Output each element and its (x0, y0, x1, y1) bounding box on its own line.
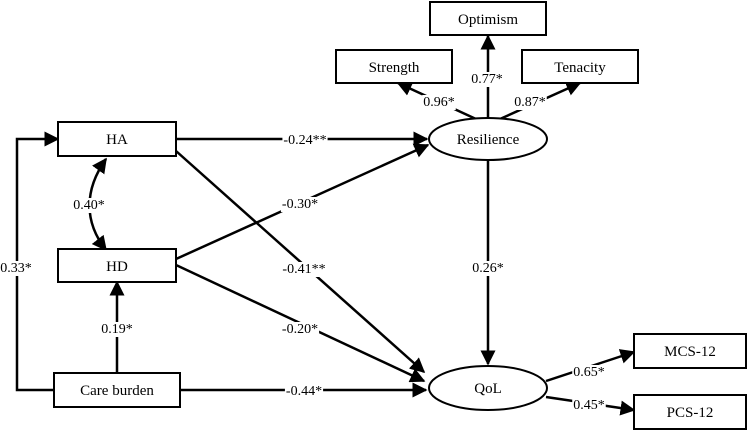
path-label-hd-qol: -0.20* (282, 322, 318, 337)
label-backdrop (72, 198, 106, 213)
label-backdrop (100, 322, 134, 337)
path-label-care-qol: -0.44* (286, 384, 322, 399)
label-backdrop (0, 261, 33, 276)
path-label-resilience-tenacity: 0.87* (514, 95, 546, 110)
path-label-qol-mcs: 0.65* (573, 365, 605, 380)
label-backdrop (572, 365, 606, 380)
node-label-resilience: Resilience (457, 132, 520, 148)
node-label-strength: Strength (369, 60, 420, 76)
path-label-qol-pcs: 0.45* (573, 398, 605, 413)
path-label-resilience-strength: 0.96* (423, 95, 455, 110)
label-backdrop (513, 95, 547, 110)
node-pcs: PCS-12 (633, 394, 747, 430)
node-label-qol: QoL (474, 381, 502, 397)
node-ha: HA (57, 121, 177, 157)
node-label-ha: HA (106, 132, 128, 148)
node-hd: HD (57, 248, 177, 283)
path-label-hd-resilience: -0.30* (282, 197, 318, 212)
label-backdrop (572, 398, 606, 413)
node-label-mcs: MCS-12 (664, 344, 716, 360)
node-tenacity: Tenacity (521, 49, 639, 84)
node-label-optimism: Optimism (458, 12, 518, 28)
path-label-ha-qol: -0.41** (282, 262, 325, 277)
node-optimism: Optimism (429, 1, 547, 36)
node-qol: QoL (428, 365, 548, 411)
label-backdrop (280, 322, 320, 337)
path-label-ha-resilience: -0.24** (283, 133, 326, 148)
path-label-care-ha: 0.33* (0, 261, 32, 276)
node-label-pcs: PCS-12 (667, 405, 714, 421)
node-label-care-burden: Care burden (80, 383, 154, 399)
label-backdrop (422, 95, 456, 110)
edges (15, 34, 636, 416)
node-resilience: Resilience (428, 117, 548, 161)
path-labels: 0.77* 0.96* 0.87* -0.24** -0.30* -0.41**… (0, 72, 606, 413)
path-label-resilience-qol: 0.26* (472, 261, 504, 276)
label-backdrop (280, 197, 320, 212)
node-strength: Strength (335, 49, 453, 84)
node-label-hd: HD (106, 259, 128, 275)
path-label-ha-hd: 0.40* (73, 198, 105, 213)
label-backdrop (284, 384, 324, 399)
path-label-resilience-optimism: 0.77* (471, 72, 503, 87)
node-label-tenacity: Tenacity (554, 60, 606, 76)
label-backdrop (471, 261, 505, 276)
label-backdrop (470, 72, 504, 87)
label-backdrop (282, 133, 328, 148)
node-care-burden: Care burden (53, 372, 181, 408)
node-mcs: MCS-12 (633, 333, 747, 369)
label-backdrop (281, 262, 327, 277)
path-label-care-hd: 0.19* (101, 322, 133, 337)
edge-ha-qol (175, 150, 426, 373)
